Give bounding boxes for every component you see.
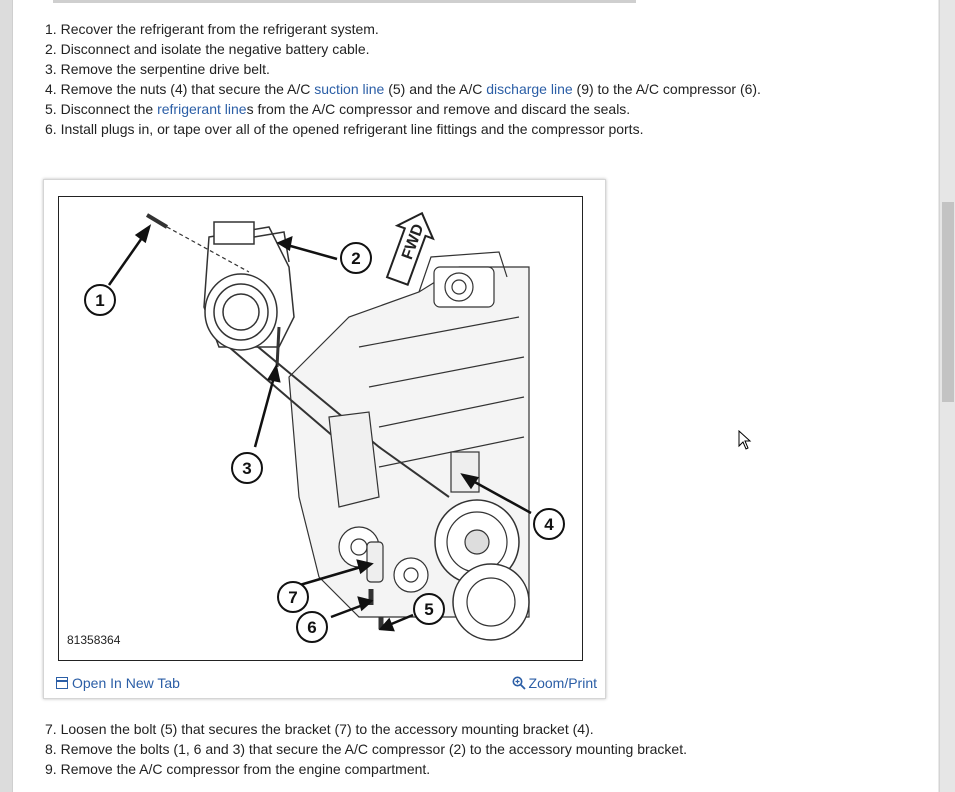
step-9: 9. Remove the A/C compressor from the en… xyxy=(45,761,431,777)
left-page-edge xyxy=(0,0,13,792)
callout-1: 1 xyxy=(84,284,116,316)
figure-id: 81358364 xyxy=(67,633,121,647)
refrigerant-lines-link[interactable]: refrigerant line xyxy=(157,101,247,117)
callout-7: 7 xyxy=(277,581,309,613)
fwd-arrow-icon: FWD xyxy=(385,211,435,286)
step-3: 3. Remove the serpentine drive belt. xyxy=(45,61,270,77)
callout-6: 6 xyxy=(296,611,328,643)
callout-5: 5 xyxy=(413,593,445,625)
zoom-magnifier-icon xyxy=(512,676,526,690)
svg-text:5: 5 xyxy=(424,600,433,619)
open-in-new-tab-link[interactable]: Open In New Tab xyxy=(56,675,180,691)
step-8: 8. Remove the bolts (1, 6 and 3) that se… xyxy=(45,741,687,757)
callout-4: 4 xyxy=(533,508,565,540)
svg-text:2: 2 xyxy=(351,249,360,268)
suction-line-link[interactable]: suction line xyxy=(314,81,385,97)
discharge-line-link[interactable]: discharge line xyxy=(486,81,573,97)
step-6: 6. Install plugs in, or tape over all of… xyxy=(45,121,644,137)
diagram-figure: FWD 1 xyxy=(43,179,606,699)
figure-toolbar: Open In New Tab Zoom/Print xyxy=(44,675,605,697)
svg-text:3: 3 xyxy=(242,459,251,478)
svg-text:4: 4 xyxy=(544,515,554,534)
scrollbar-thumb[interactable] xyxy=(942,202,954,402)
svg-text:1: 1 xyxy=(95,291,104,310)
top-divider xyxy=(53,0,636,3)
step-1: 1. Recover the refrigerant from the refr… xyxy=(45,21,379,37)
open-new-tab-icon xyxy=(56,677,68,689)
svg-text:6: 6 xyxy=(307,618,316,637)
document-content: 1. Recover the refrigerant from the refr… xyxy=(13,0,938,792)
zoom-print-link[interactable]: Zoom/Print xyxy=(512,675,597,691)
step-2: 2. Disconnect and isolate the negative b… xyxy=(45,41,370,57)
callout-3: 3 xyxy=(231,452,263,484)
vertical-scrollbar[interactable] xyxy=(939,0,955,792)
step-4: 4. Remove the nuts (4) that secure the A… xyxy=(45,81,761,97)
step-5: 5. Disconnect the refrigerant lines from… xyxy=(45,101,631,117)
procedure-steps-part2: 7. Loosen the bolt (5) that secures the … xyxy=(45,719,687,779)
callout-2: 2 xyxy=(340,242,372,274)
compressor-diagram[interactable]: FWD 1 xyxy=(58,196,583,661)
procedure-steps-part1: 1. Recover the refrigerant from the refr… xyxy=(45,19,761,139)
compressor-removal-illustration: FWD 1 xyxy=(67,211,565,647)
step-7: 7. Loosen the bolt (5) that secures the … xyxy=(45,721,594,737)
mouse-pointer-icon xyxy=(738,430,752,450)
svg-text:7: 7 xyxy=(288,588,297,607)
